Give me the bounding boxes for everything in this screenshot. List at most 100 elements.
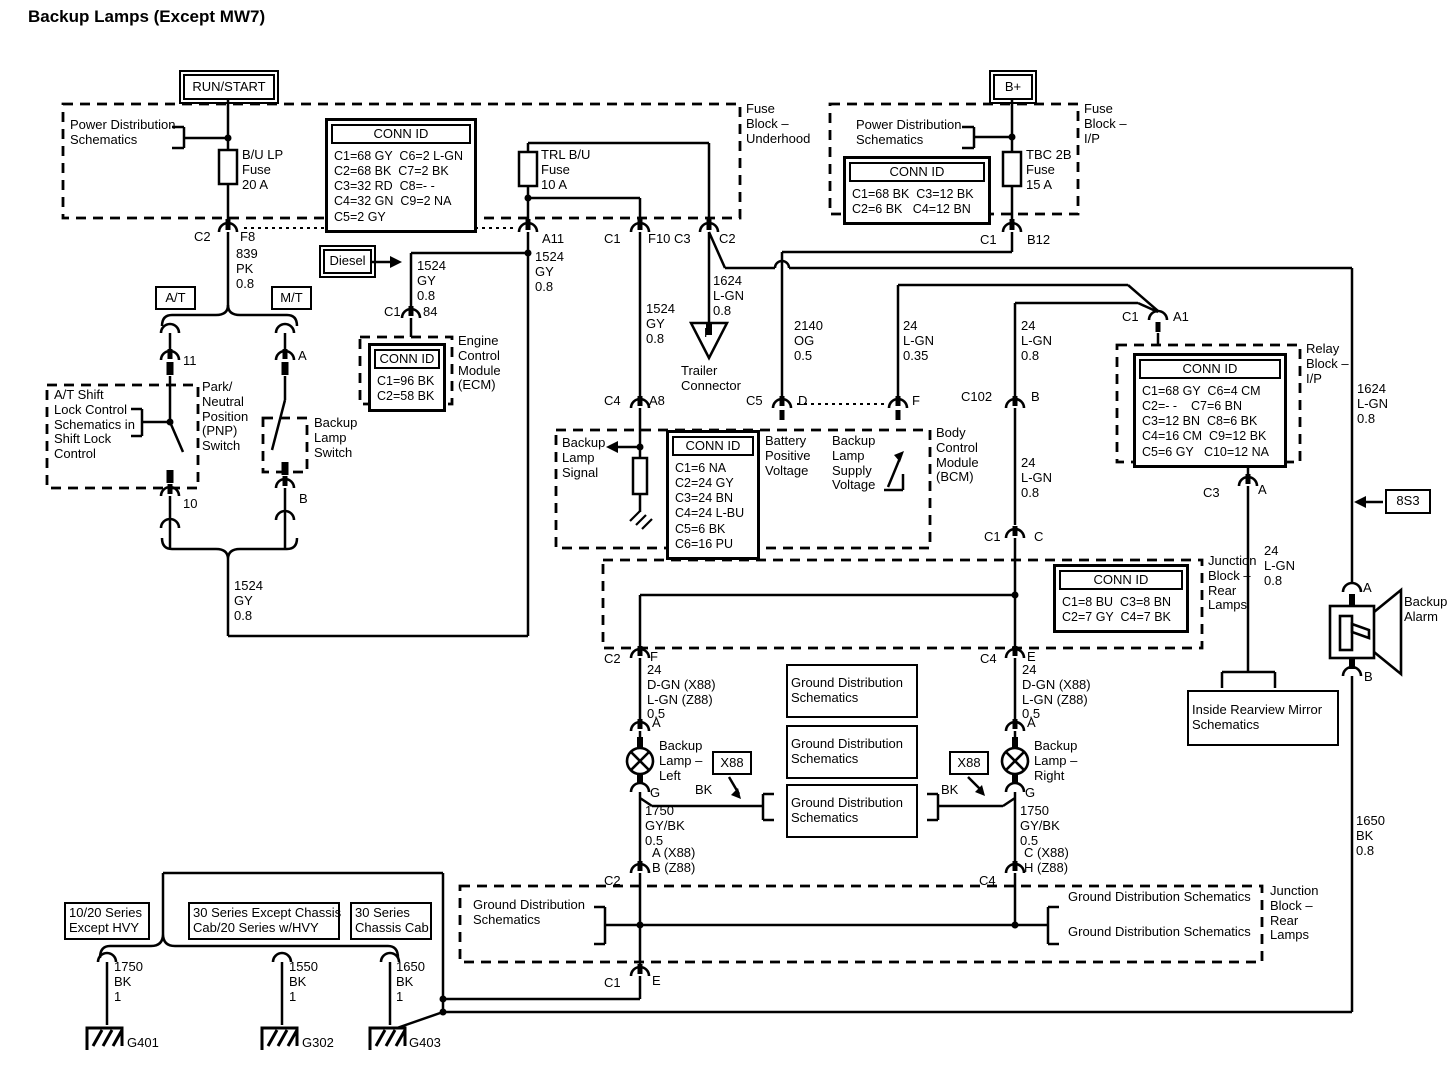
pin-c2: C2 bbox=[194, 229, 211, 244]
pin-c3-relay: C3 bbox=[1203, 485, 1220, 500]
pins-left-lamp: A (X88) B (Z88) bbox=[652, 845, 696, 875]
ground-split-brace bbox=[98, 933, 400, 959]
g403-icon bbox=[368, 1026, 407, 1050]
wire-24-lgn-08-c: 24 L-GN 0.8 bbox=[1264, 543, 1296, 588]
ground-dist-box-1: Ground Distribution Schematics bbox=[786, 664, 918, 718]
pin-84: 84 bbox=[423, 304, 438, 319]
x88-box-left: X88 bbox=[712, 751, 752, 775]
backup-lamp-right-icon bbox=[1000, 746, 1030, 776]
wire-1524-f10: 1524 GY 0.8 bbox=[646, 301, 675, 346]
pin-c2-left: C2 bbox=[604, 651, 621, 666]
ground-dist-box-2: Ground Distribution Schematics bbox=[786, 725, 918, 779]
fuse-bu-lp-symbol bbox=[217, 148, 239, 186]
series-30-chassis-box: 30 Series Chassis Cab bbox=[350, 902, 432, 940]
bcm-label: Body Control Module (BCM) bbox=[936, 425, 979, 485]
s853-box: 8S3 bbox=[1385, 489, 1431, 514]
conn-id-ip: CONN ID C1=68 BK C3=12 BK C2=6 BK C4=12 … bbox=[843, 156, 991, 226]
bcm-ground-icon bbox=[629, 510, 653, 530]
g403-label: G403 bbox=[409, 1035, 441, 1050]
at-shift-lock-box bbox=[45, 383, 200, 490]
pin-b-c102: B bbox=[1031, 389, 1040, 404]
conn-id-relay: CONN ID C1=68 GY C6=4 CM C2=- - C7=6 BN … bbox=[1133, 353, 1287, 468]
wire-1524-a11: 1524 GY 0.8 bbox=[535, 249, 564, 294]
wire-24-lgn-035: 24 L-GN 0.35 bbox=[903, 318, 935, 363]
pin-c4-bcm: C4 bbox=[604, 393, 621, 408]
supply-voltage-arrow bbox=[894, 451, 904, 462]
pin-g-right: G bbox=[1025, 785, 1036, 800]
pin-a-mt: A bbox=[298, 348, 307, 363]
pin-a-alarm: A bbox=[1363, 580, 1372, 595]
conn-id-underhood: CONN ID C1=68 GY C6=2 L-GN C2=68 BK C7=2… bbox=[325, 118, 477, 233]
backup-alarm-label: Backup Alarm bbox=[1404, 594, 1448, 624]
wire-24-lgn-08-a: 24 L-GN 0.8 bbox=[1021, 318, 1053, 363]
ground-dist-box-3: Ground Distribution Schematics bbox=[786, 784, 918, 838]
diesel-box: Diesel bbox=[319, 245, 376, 278]
diesel-arrow bbox=[390, 256, 402, 268]
wire-1750-bk: 1750 BK 1 bbox=[114, 959, 143, 1004]
pin-e-right: E bbox=[1027, 649, 1036, 664]
junction-block-mid-label: Junction Block – Rear Lamps bbox=[1208, 553, 1257, 613]
backup-lamp-switch-label: Backup Lamp Switch bbox=[314, 415, 358, 460]
pins-right-lamp: C (X88) H (Z88) bbox=[1024, 845, 1069, 875]
pin-f8: F8 bbox=[240, 229, 256, 244]
pin-c1-relay: C1 bbox=[1122, 309, 1139, 324]
backup-alarm-icon bbox=[1328, 587, 1403, 677]
trailer-label: Trailer Connector bbox=[681, 363, 741, 393]
pin-a-lamp-right: A bbox=[1027, 715, 1036, 730]
fuse-bu-lp-label: B/U LP Fuse 20 A bbox=[242, 147, 284, 192]
b-plus-box: B+ bbox=[989, 70, 1037, 104]
wire-1750-gybk-right: 1750 GY/BK 0.5 bbox=[1020, 803, 1060, 848]
ground-dist-line-1: Ground Distribution Schematics bbox=[1068, 889, 1251, 904]
trailer-pin-f: F bbox=[704, 325, 712, 340]
power-dist-label-left: Power Distribution Schematics bbox=[70, 117, 176, 147]
pnp-switch-label: Park/ Neutral Position (PNP) Switch bbox=[202, 379, 249, 454]
pin-c3: C3 bbox=[674, 231, 691, 246]
wire-1650-bk-08: 1650 BK 0.8 bbox=[1356, 813, 1385, 858]
split-brace-top bbox=[160, 304, 299, 327]
wire-1524-ecm: 1524 GY 0.8 bbox=[417, 258, 446, 303]
fuse-block-ip-label: Fuse Block – I/P bbox=[1084, 101, 1127, 146]
power-dist-label-right: Power Distribution Schematics bbox=[856, 117, 962, 147]
wire-24-lgn-08-b: 24 L-GN 0.8 bbox=[1021, 455, 1053, 500]
pin-a8: A8 bbox=[649, 393, 665, 408]
x88-right-arrow bbox=[975, 785, 985, 796]
pin-e-bottom: E bbox=[652, 973, 661, 988]
g401-label: G401 bbox=[127, 1035, 159, 1050]
wire-839-pk: 839 PK 0.8 bbox=[236, 246, 258, 291]
junction-block-mid-box bbox=[601, 558, 1204, 650]
fuse-tbc-label: TBC 2B Fuse 15 A bbox=[1026, 147, 1072, 192]
wires bbox=[98, 100, 1383, 1030]
pin-c4-right: C4 bbox=[980, 651, 997, 666]
pin-c1-bottom: C1 bbox=[604, 975, 621, 990]
mirror-schematics-box: Inside Rearview Mirror Schematics bbox=[1187, 690, 1339, 746]
bk-label-right: BK bbox=[941, 782, 959, 797]
pin-f10: F10 bbox=[648, 231, 671, 246]
fuse-trl-symbol bbox=[517, 150, 539, 188]
pin-11: 11 bbox=[183, 353, 197, 368]
pin-a11: A11 bbox=[542, 231, 565, 246]
backup-lamp-signal-label: Backup Lamp Signal bbox=[562, 435, 606, 480]
ground-symbols bbox=[85, 1026, 407, 1050]
series-30-except-box: 30 Series Except Chassis Cab/20 Series w… bbox=[188, 902, 341, 940]
arrowheads bbox=[390, 256, 1366, 799]
conn-id-junction: CONN ID C1=8 BU C3=8 BN C2=7 GY C4=7 BK bbox=[1053, 564, 1189, 634]
pin-g-left: G bbox=[650, 785, 661, 800]
x88-left-arrow bbox=[731, 788, 741, 799]
conn-id-bcm: CONN ID C1=6 NA C2=24 GY C3=24 BN C4=24 … bbox=[666, 430, 760, 561]
conn-id-ecm: CONN ID C1=96 BK C2=58 BK bbox=[368, 343, 446, 413]
pin-c1-ecm: C1 bbox=[384, 304, 401, 319]
junction-dots bbox=[166, 133, 1019, 1016]
backup-lamp-signal-arrow bbox=[606, 441, 618, 453]
pin-c4-lamp: C4 bbox=[979, 873, 996, 888]
backup-lamp-left-icon bbox=[625, 746, 655, 776]
g401-icon bbox=[85, 1026, 124, 1050]
wire-2140-og: 2140 OG 0.5 bbox=[794, 318, 823, 363]
pin-a-lamp-left: A bbox=[652, 715, 661, 730]
relay-block-label: Relay Block – I/P bbox=[1306, 341, 1349, 386]
wire-1624-right: 1624 L-GN 0.8 bbox=[1357, 381, 1389, 426]
pin-f-left: F bbox=[650, 649, 658, 664]
pin-c1-jb: C1 bbox=[984, 529, 1001, 544]
pin-a1: A1 bbox=[1173, 309, 1189, 324]
